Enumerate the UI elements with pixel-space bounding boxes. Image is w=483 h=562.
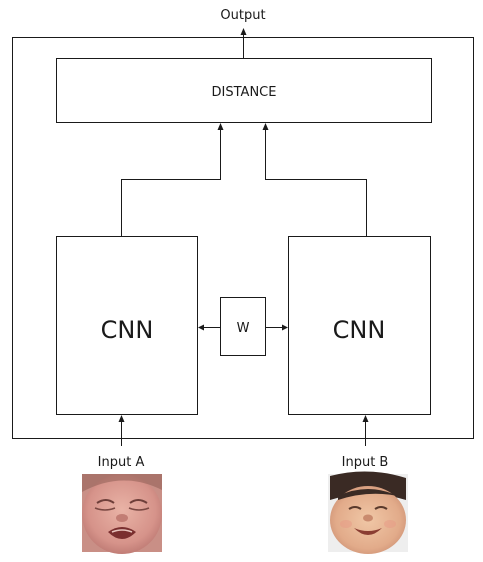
weights-to-right-cnn-arrowhead [282,324,288,331]
right-cnn-to-distance-arrowhead [262,123,269,130]
distance-box [56,58,432,123]
cnn-right-box [288,236,431,415]
left-cnn-to-distance-line [121,129,221,236]
cnn-left-box [56,236,198,415]
right-cnn-to-distance-line [265,129,367,236]
output-arrowhead [240,28,247,35]
input-a-label: Input A [98,455,145,470]
input-b-label: Input B [342,455,389,470]
input-b-image [328,471,408,554]
input-a-arrowhead [118,415,125,422]
cnn-right-label: CNN [333,316,386,344]
weights-label: W [237,321,250,336]
input-b-arrowhead [362,415,369,422]
distance-label: DISTANCE [212,85,277,100]
left-cnn-to-distance-arrowhead [217,123,224,130]
output-label: Output [220,8,265,23]
weights-box [220,297,266,356]
weights-to-left-cnn-arrowhead [198,324,204,331]
input-a-image [82,474,162,554]
cnn-left-label: CNN [101,316,154,344]
